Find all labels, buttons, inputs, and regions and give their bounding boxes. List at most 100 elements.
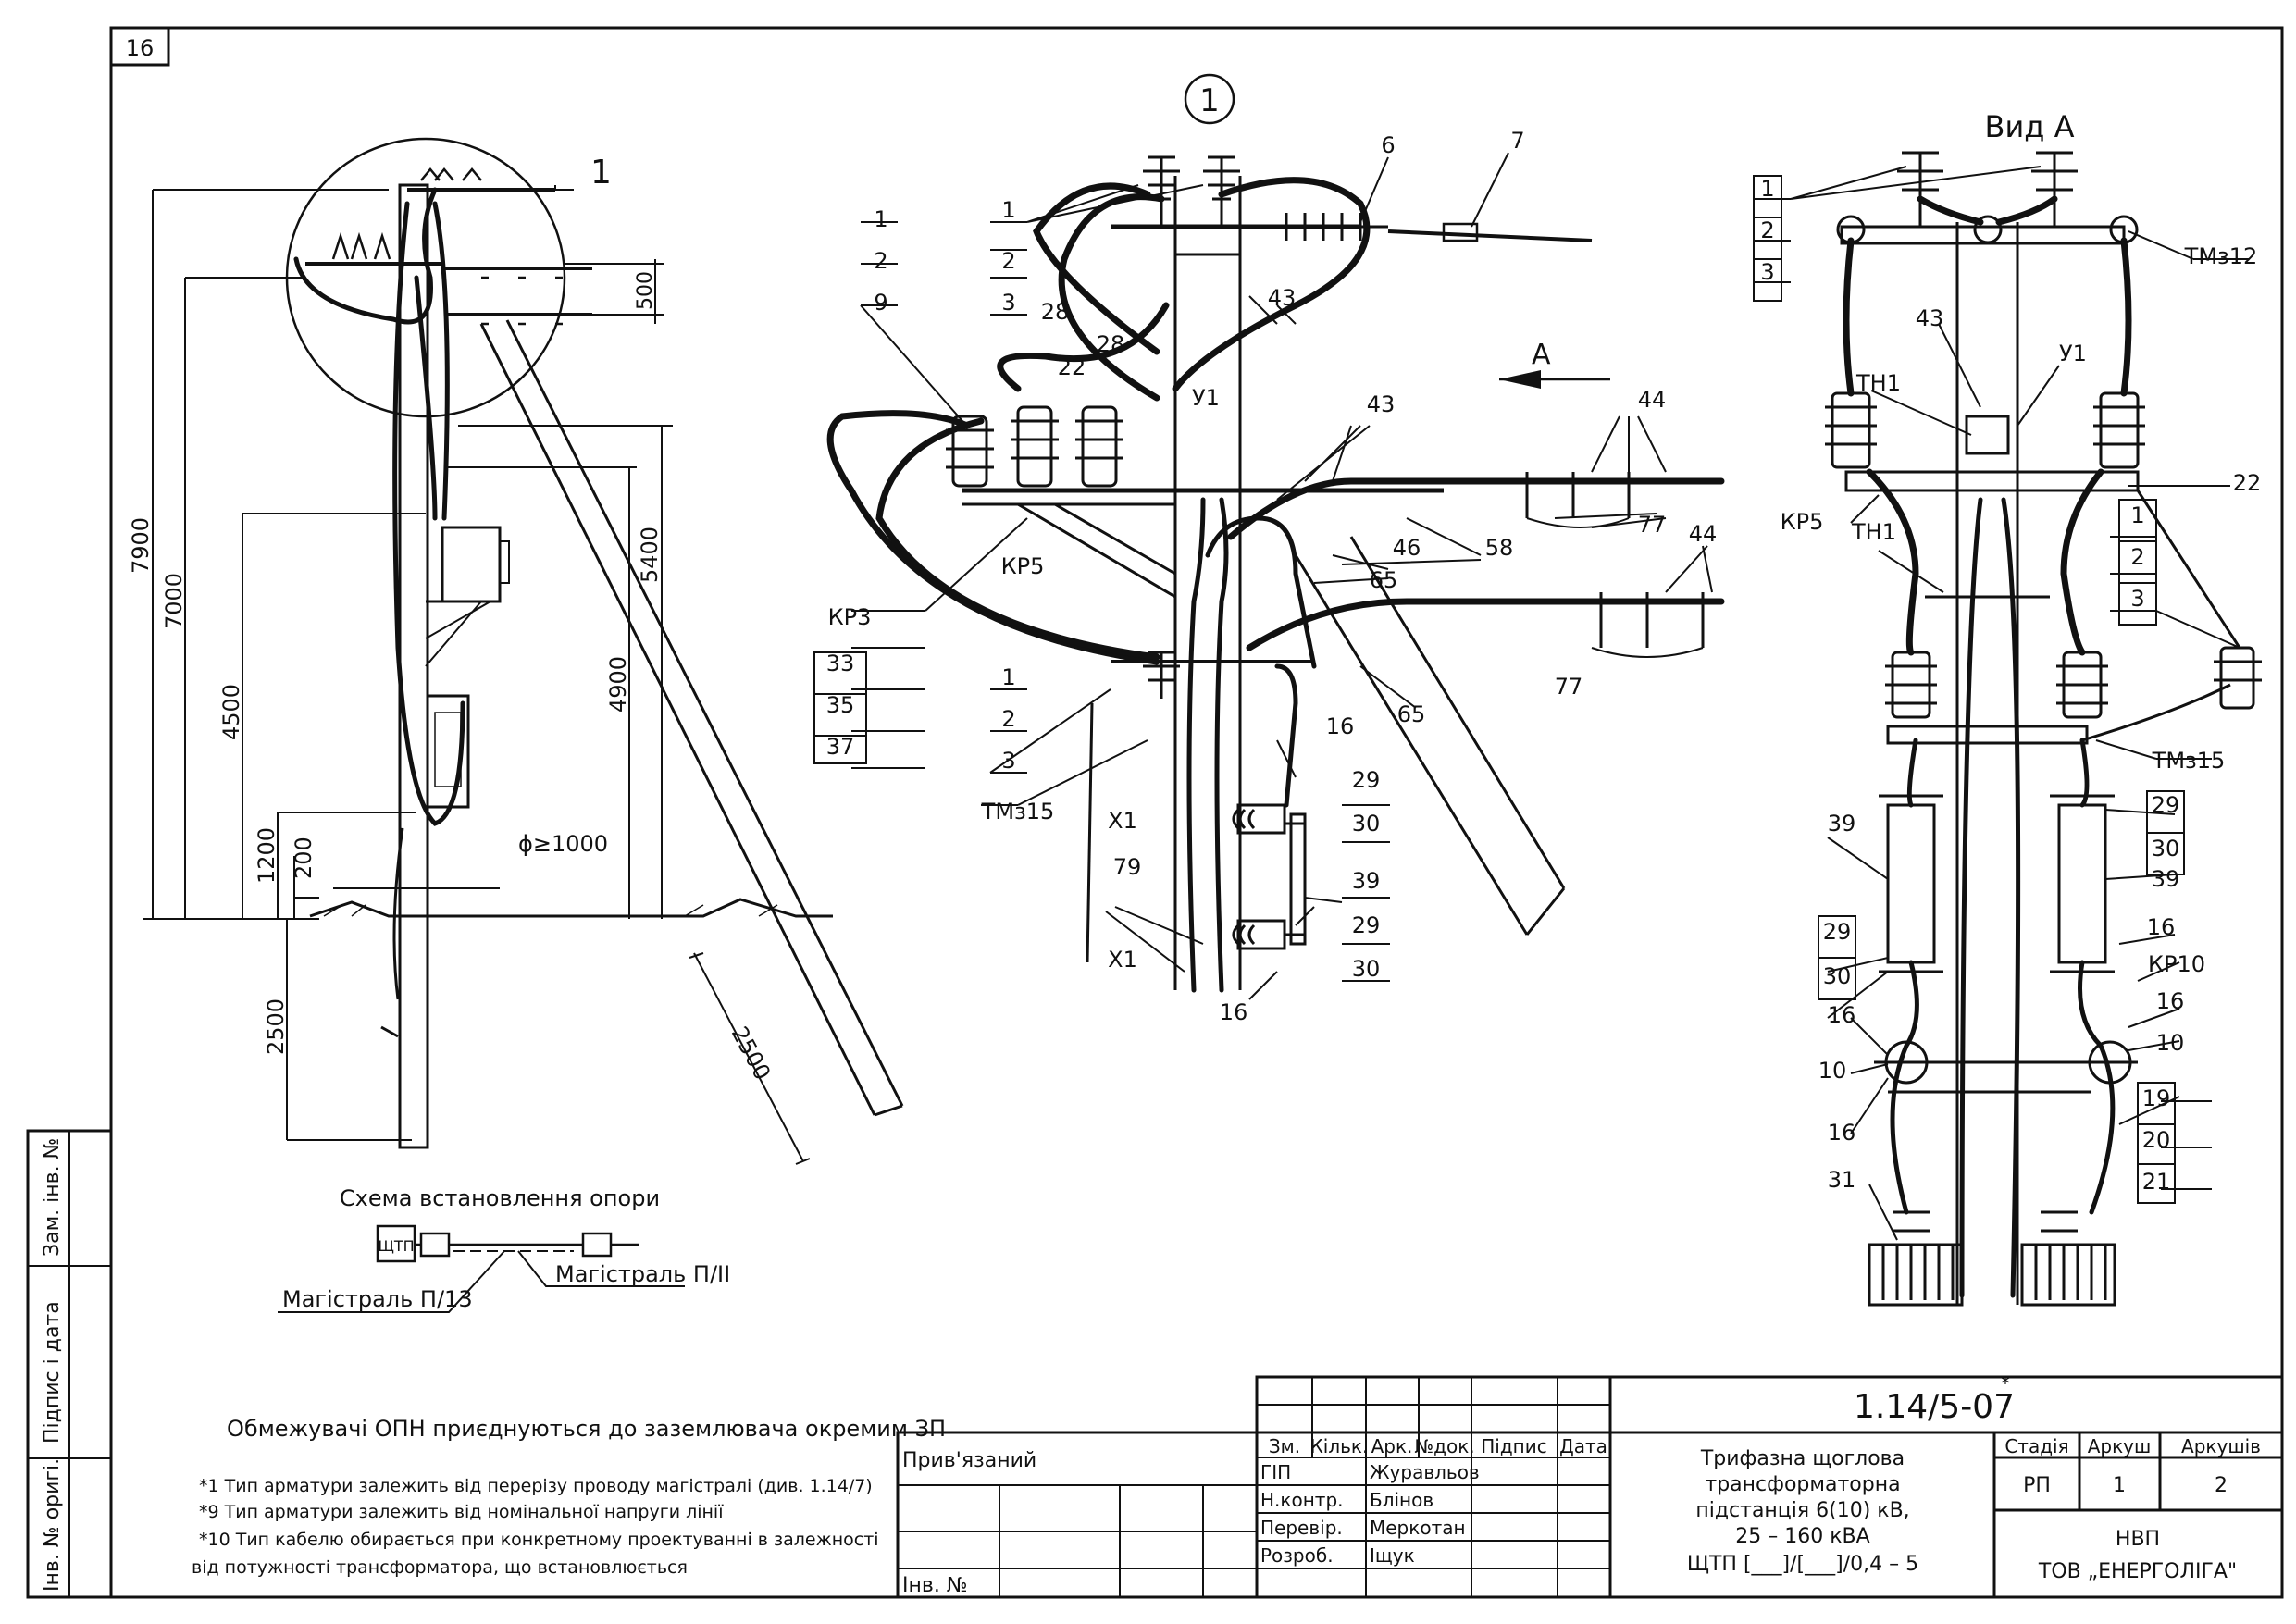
detail-label-43a: 43 (1268, 285, 1297, 311)
detail-label-29b: 29 (1352, 912, 1381, 938)
detail-label-1-top: 1 (1001, 197, 1015, 223)
left-view: 1 7900 70 (128, 137, 904, 1165)
dim-7900: 7900 (128, 517, 154, 574)
detail-label-28a: 28 (1041, 299, 1070, 325)
schema-title: Схема встановлення опори (340, 1185, 660, 1211)
direction-a: A (1532, 339, 1551, 371)
detail-label-43b: 43 (1367, 391, 1396, 417)
tb-stage-header: Стадія (2004, 1435, 2068, 1457)
dim-2500: 2500 (263, 998, 289, 1055)
right-label-tn1-top: ТН1 (1855, 370, 1901, 396)
detail-label-77a: 77 (1638, 512, 1667, 538)
schema-main2: Магістраль П/ІІ (555, 1261, 730, 1287)
detail-label-3-lower: 3 (1001, 748, 1015, 774)
tb-col-sign: Підпис (1481, 1435, 1547, 1457)
right-label-tmz15: ТМз15 (2152, 748, 2226, 774)
detail-label-58: 58 (1485, 535, 1514, 561)
stamp-zam-inv: Зам. інв. № (41, 1138, 64, 1258)
right-label-1b: 1 (2130, 502, 2144, 528)
tb-col-ark: Арк. (1371, 1435, 1413, 1457)
detail-label-28b: 28 (1097, 331, 1125, 357)
detail-label-30a: 30 (1352, 811, 1381, 837)
right-label-29a: 29 (1823, 919, 1852, 945)
right-label-kp5: КР5 (1781, 509, 1824, 535)
detail-label-79: 79 (1113, 854, 1142, 880)
tb-org-2: ТОВ „ЕНЕРГОЛІГА" (2038, 1560, 2237, 1583)
right-label-22: 22 (2233, 470, 2262, 496)
schema-main1: Магістраль П/13 (282, 1286, 473, 1312)
detail-label-44b: 44 (1689, 521, 1718, 547)
right-label-10b: 10 (2156, 1030, 2185, 1056)
tb-desc-1: Трифазна щоглова (1700, 1447, 1905, 1470)
tb-sheet: 1 (2113, 1474, 2126, 1497)
notes: Обмежувачі ОПН приєднуються до заземлюва… (192, 1416, 946, 1578)
stamp-sign-date: Підпис і дата (41, 1301, 64, 1444)
stamp-inv-orig: Інв. № оригі. (41, 1458, 64, 1592)
right-view: Вид А (1753, 109, 2262, 1307)
right-label-16b: 16 (2156, 988, 2185, 1014)
tb-org-1: НВП (2116, 1528, 2160, 1551)
right-label-31: 31 (1828, 1167, 1856, 1193)
detail-label-65a: 65 (1370, 567, 1398, 593)
tb-col-ndoc: №док. (1414, 1435, 1474, 1457)
detail-label-2-lower: 2 (1001, 706, 1015, 732)
right-label-39a: 39 (1828, 811, 1856, 837)
dim-4500: 4500 (218, 684, 244, 740)
tb-name-4: Іщук (1370, 1544, 1415, 1567)
right-label-39b: 39 (2152, 866, 2180, 892)
right-label-2b: 2 (2130, 544, 2144, 570)
note-10b: від потужності трансформатора, що встано… (192, 1557, 688, 1578)
detail-label-33: 33 (826, 651, 855, 676)
detail-label-u1: У1 (1192, 385, 1220, 411)
tb-desc-5: ЩТП [___]/[___]/0,4 – 5 (1687, 1553, 1918, 1576)
detail-label-46: 46 (1393, 535, 1421, 561)
schema-box-label: ЩТП (378, 1237, 414, 1255)
detail-label-1-left: 1 (874, 206, 887, 232)
right-label-16d: 16 (1828, 1120, 1856, 1146)
dim-7000: 7000 (161, 573, 187, 629)
tb-sheets: 2 (2215, 1474, 2228, 1497)
detail-label-16b: 16 (1220, 999, 1248, 1025)
right-label-3b: 3 (2130, 586, 2144, 612)
right-label-tmz12: ТМз12 (2184, 243, 2258, 269)
tb-name-2: Блінов (1370, 1489, 1433, 1511)
right-label-kp10: КР10 (2148, 951, 2205, 977)
tb-inv: Інв. № (902, 1574, 968, 1597)
fuse-assembly (1232, 803, 1307, 950)
dim-strut: 2500 (726, 1023, 776, 1085)
detail-label-6: 6 (1381, 132, 1395, 158)
tb-role-3: Перевір. (1260, 1517, 1343, 1539)
right-label-10a: 10 (1818, 1058, 1847, 1084)
installation-schema: Схема встановлення опори ЩТП Магістраль … (278, 1185, 730, 1313)
tb-desc-4: 25 – 160 кВА (1735, 1525, 1869, 1548)
detail-label-1-lower: 1 (1001, 664, 1015, 690)
dim-500: 500 (634, 271, 657, 310)
tb-sheets-header: Аркушів (2181, 1435, 2261, 1457)
detail-label-kp3: КР3 (828, 604, 872, 630)
tb-sheet-header: Аркуш (2088, 1435, 2152, 1457)
right-label-tn1-mid: ТН1 (1851, 519, 1896, 545)
sheet-number: 16 (126, 35, 155, 61)
sheet-number-box (109, 26, 170, 67)
detail-label-44a: 44 (1638, 387, 1667, 413)
surge-arresters (946, 405, 1123, 488)
right-label-2: 2 (1760, 217, 1774, 243)
tb-col-kilk: Кільк. (1310, 1435, 1369, 1457)
note-10: *10 Тип кабелю обирається при конкретном… (199, 1530, 879, 1550)
dim-200: 200 (291, 837, 316, 879)
detail-label-29a: 29 (1352, 767, 1381, 793)
detail-label-kp5: КР5 (1001, 553, 1045, 579)
detail-label-22: 22 (1058, 354, 1086, 380)
detail-label-9: 9 (874, 290, 887, 316)
tb-role-2: Н.контр. (1260, 1489, 1344, 1511)
tb-code-mark: * (2001, 1372, 2010, 1395)
detail-label-39: 39 (1352, 868, 1381, 894)
detail-callout-number: 1 (590, 154, 612, 192)
detail-title: 1 (1199, 82, 1220, 119)
dim-1200: 1200 (254, 827, 279, 884)
detail-label-x1-bottom: Х1 (1108, 947, 1137, 973)
tb-stage: РП (2023, 1474, 2051, 1497)
view-a-title: Вид А (1985, 109, 2075, 144)
detail-label-7: 7 (1510, 128, 1524, 154)
